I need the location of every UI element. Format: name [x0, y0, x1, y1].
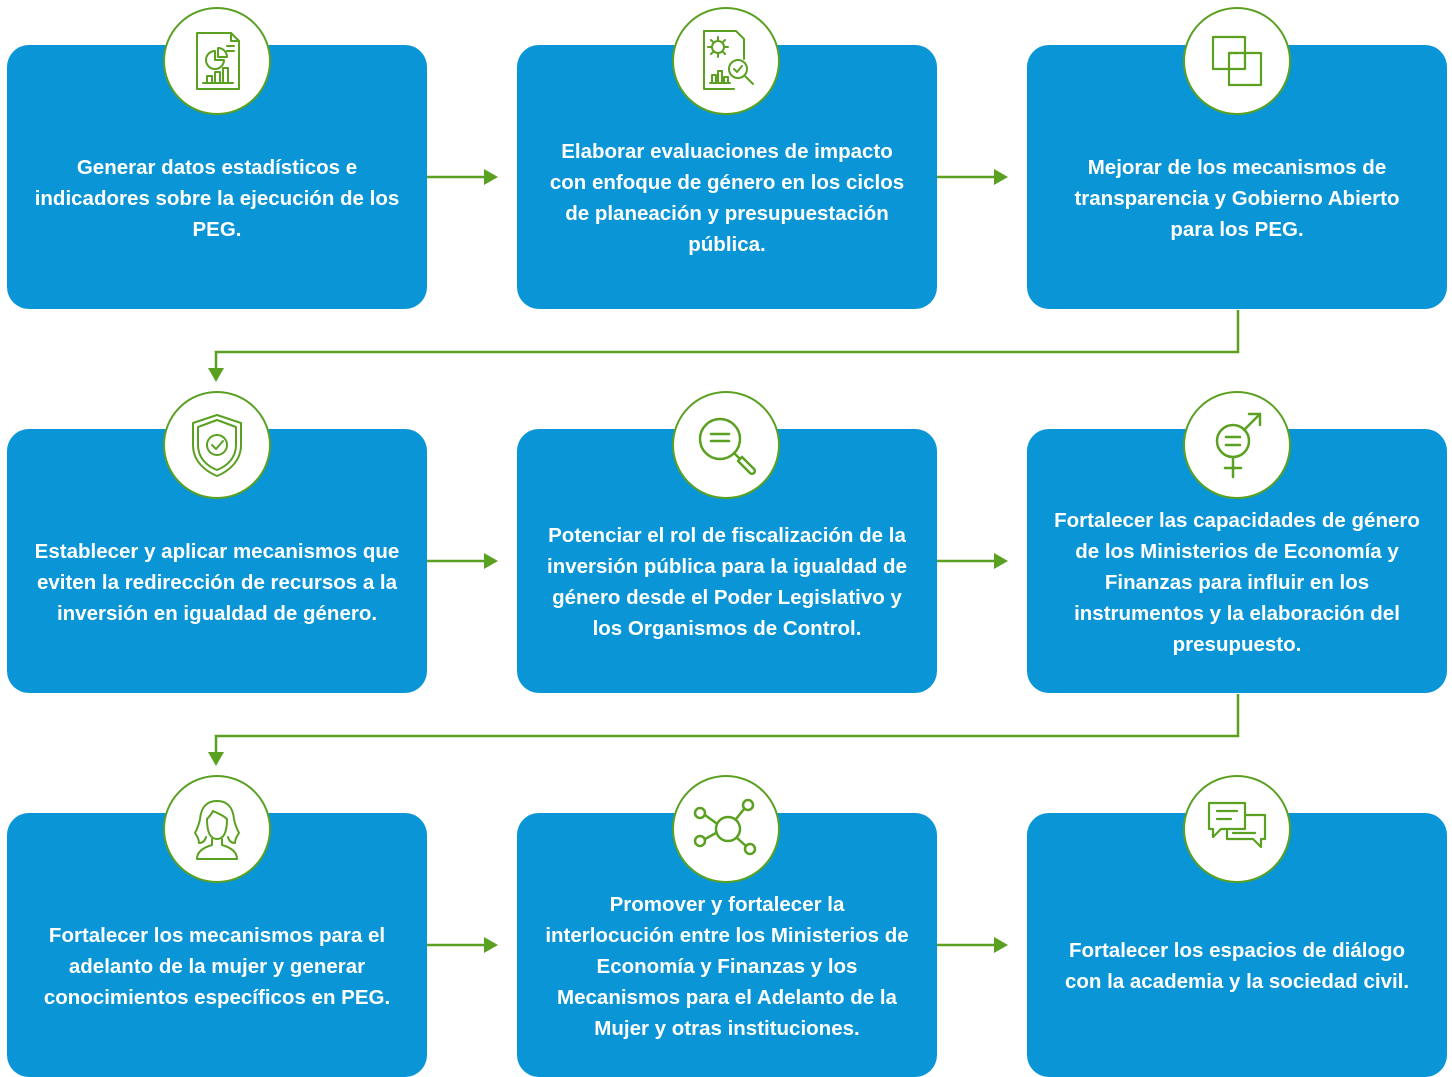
step-text-3: Mejorar de los mecanismos de transparenc… [1074, 155, 1400, 241]
step-text-9: Fortalecer los espacios de diálogo con l… [1064, 939, 1410, 993]
arrow-7-8 [426, 937, 498, 953]
step-box-1: Generar datos estadísticos e indicadores… [7, 45, 427, 309]
arrow-3-4 [208, 310, 1240, 382]
step-text-4: Establecer y aplicar mecanismos que evit… [34, 539, 400, 625]
transparency-squares-icon [1183, 7, 1291, 115]
step-text-2: Elaborar evaluaciones de impacto con enf… [549, 140, 905, 256]
shield-check-icon [163, 391, 271, 499]
chat-bubbles-icon [1183, 775, 1291, 883]
arrow-8-9 [936, 937, 1008, 953]
arrow-6-7 [208, 694, 1240, 766]
step-text-1: Generar datos estadísticos e indicadores… [34, 155, 400, 241]
step-text-7: Fortalecer los mecanismos para el adelan… [43, 923, 391, 1009]
arrow-1-2 [426, 169, 498, 185]
arrow-2-3 [936, 169, 1008, 185]
step-text-8: Promover y fortalecer la interlocución e… [545, 892, 909, 1040]
magnifier-icon [672, 391, 780, 499]
arrow-4-5 [426, 553, 498, 569]
report-chart-icon [163, 7, 271, 115]
arrow-5-6 [936, 553, 1008, 569]
impact-evaluation-icon [672, 7, 780, 115]
step-text-6: Fortalecer las capacidades de género de … [1054, 508, 1420, 656]
gender-equality-icon [1183, 391, 1291, 499]
step-box-2: Elaborar evaluaciones de impacto con enf… [517, 45, 937, 309]
network-nodes-icon [672, 775, 780, 883]
step-text-5: Potenciar el rol de fiscalización de la … [547, 524, 907, 640]
woman-icon [163, 775, 271, 883]
